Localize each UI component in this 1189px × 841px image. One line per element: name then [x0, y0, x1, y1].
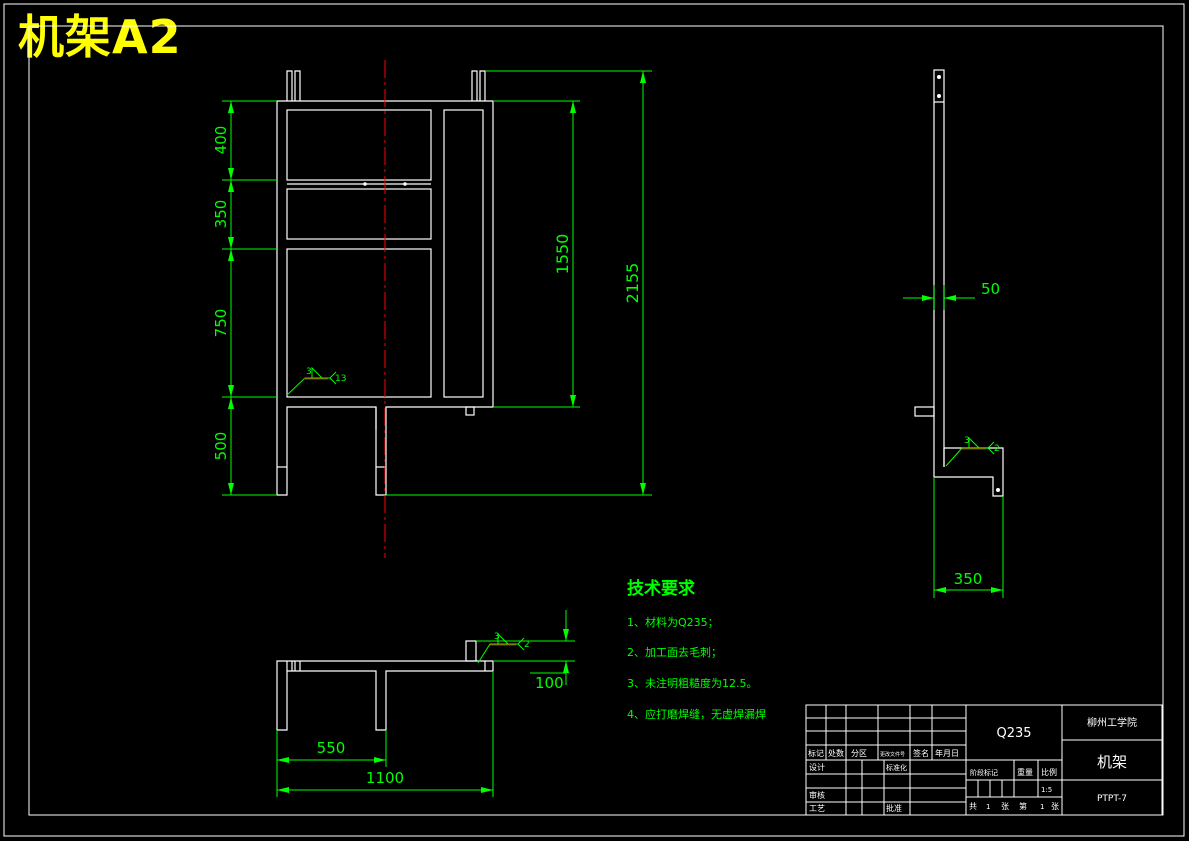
front-weld-symbol: 3 13	[286, 366, 346, 396]
sheet-info-index-value: 1	[1040, 803, 1044, 811]
role-approve: 批准	[886, 803, 902, 813]
dim-side-350: 350	[954, 570, 983, 588]
role-standardization: 标准化	[886, 763, 907, 772]
front-dims-left	[222, 100, 277, 496]
side-weld-size: 3	[964, 436, 970, 446]
sheet-info-total-label: 共	[969, 802, 977, 811]
role-review: 审核	[809, 790, 825, 800]
sheet-title: 机架A2	[18, 10, 182, 64]
title-block-grid	[805, 704, 1163, 816]
sheet-info-index-unit: 张	[1051, 802, 1059, 811]
rev-header-date: 年月日	[935, 748, 959, 758]
side-dims-arrows	[922, 295, 1003, 593]
dim-50: 50	[981, 280, 1000, 298]
role-process: 工艺	[809, 804, 825, 813]
tech-requirement-item: 1、材料为Q235；	[627, 615, 719, 629]
sheet-border	[3, 3, 1185, 837]
top-view: 550 1100 100 3 2	[276, 610, 575, 797]
sheet-info-total-value: 1	[986, 803, 990, 811]
top-dims-arrows	[277, 629, 569, 793]
sheet-info-total-unit: 张	[1001, 802, 1009, 811]
top-view-outline	[276, 640, 494, 731]
sheet-info-index-label: 第	[1019, 801, 1027, 811]
tech-requirement-item: 4、应打磨焊缝，无虚焊漏焊	[627, 707, 766, 721]
dim-500: 500	[212, 432, 230, 461]
dim-1550: 1550	[553, 234, 572, 275]
rev-header-count: 处数	[828, 748, 844, 758]
front-view: 400 350 750 500 1550 2155 3 13	[212, 60, 652, 558]
side-view-holes	[937, 75, 1000, 492]
drawing-number: PTPT-7	[1097, 794, 1127, 804]
front-dims-left-arrows	[228, 101, 234, 495]
tech-requirements: 技术要求 1、材料为Q235； 2、加工面去毛刺； 3、未注明粗糙度为12.5。…	[627, 578, 766, 721]
rev-header-docno: 更改文件号	[880, 751, 905, 758]
dim-750: 750	[212, 309, 230, 338]
stage-header-weight: 重量	[1017, 767, 1033, 777]
rev-header-sign: 签名	[913, 748, 929, 758]
tech-requirement-item: 2、加工面去毛刺；	[627, 646, 722, 659]
side-weld-symbol: 3 2	[945, 436, 1000, 467]
side-weld-count: 2	[994, 444, 1000, 454]
top-weld-size: 3	[494, 632, 500, 642]
tech-requirements-heading: 技术要求	[627, 578, 695, 599]
dim-350: 350	[212, 200, 230, 229]
front-dims-right	[386, 70, 652, 496]
rev-header-zone: 分区	[851, 749, 867, 758]
title-block: 标记 处数 分区 更改文件号 签名 年月日 设计 标准化 审核 工艺 批准 Q2…	[805, 704, 1163, 816]
top-dims	[276, 610, 575, 797]
side-view-outline	[914, 69, 1004, 497]
dim-1100: 1100	[366, 769, 404, 787]
front-view-outline	[276, 70, 494, 496]
front-dims-right-arrows	[570, 71, 646, 495]
stage-header-scale: 比例	[1041, 767, 1057, 777]
dim-550: 550	[317, 739, 346, 757]
top-weld-count: 2	[524, 640, 530, 650]
side-view: 50 350 3 2	[903, 69, 1004, 598]
tech-requirement-item: 3、未注明粗糙度为12.5。	[627, 676, 758, 690]
top-weld-symbol: 3 2	[477, 632, 530, 664]
dim-2155: 2155	[623, 263, 642, 304]
front-view-holes	[363, 182, 407, 186]
dim-100: 100	[535, 674, 564, 692]
side-dims	[903, 285, 1004, 598]
front-weld-size: 3	[306, 367, 312, 377]
scale-value: 1:5	[1041, 786, 1052, 794]
material-value: Q235	[996, 726, 1031, 741]
rev-header-mark: 标记	[808, 748, 824, 758]
dim-400: 400	[212, 126, 230, 155]
stage-header-mark: 阶段标记	[970, 768, 998, 777]
school-name: 柳州工学院	[1087, 716, 1137, 729]
part-name: 机架	[1097, 753, 1127, 771]
front-weld-count: 13	[335, 374, 346, 384]
role-design: 设计	[809, 762, 825, 772]
